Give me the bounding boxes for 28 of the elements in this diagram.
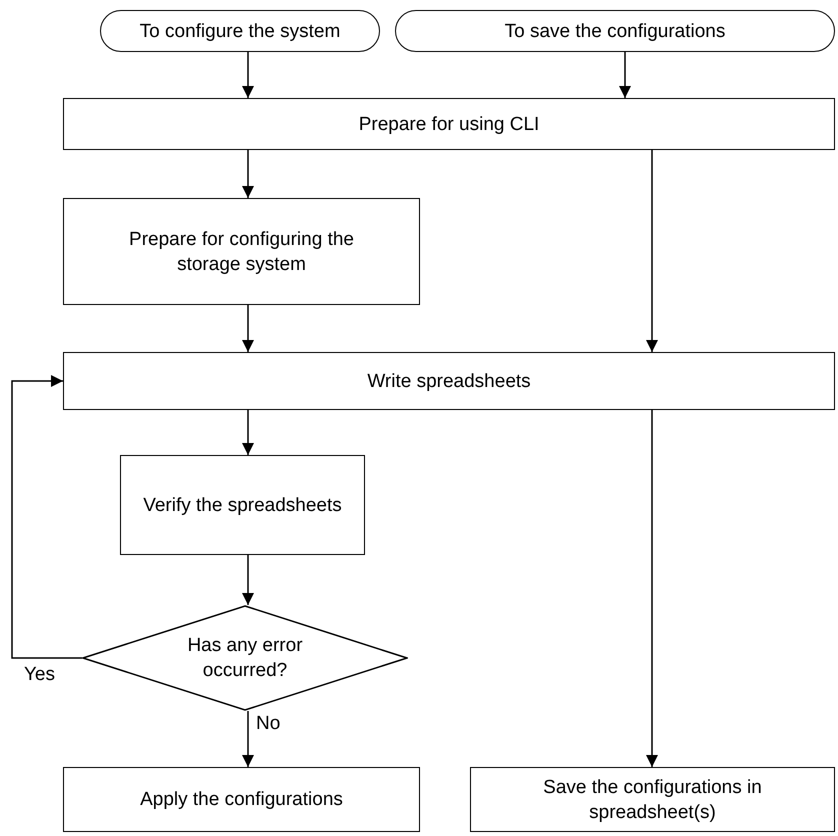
- node-text: To save the configurations: [504, 20, 726, 44]
- decision-diamond: [82, 605, 408, 711]
- arrow: [242, 711, 254, 767]
- arrow: [646, 410, 658, 767]
- process-box: [470, 767, 835, 832]
- arrow: [242, 150, 254, 198]
- node-text: Prepare for configuring the storage system: [128, 228, 355, 276]
- node-text: Save the configurations in spreadsheet(s): [542, 776, 763, 824]
- start-terminal: [100, 10, 380, 52]
- arrow: [619, 52, 631, 98]
- arrow: [242, 305, 254, 352]
- process-box: [63, 352, 835, 410]
- arrow: [646, 150, 658, 352]
- arrow: [242, 410, 254, 455]
- arrow: [242, 52, 254, 98]
- node-text: Write spreadsheets: [367, 370, 531, 394]
- start-terminal: [395, 10, 835, 52]
- arrow: [242, 555, 254, 605]
- node-text: Prepare for using CLI: [358, 112, 540, 136]
- process-box: [63, 98, 835, 150]
- node-text: Apply the configurations: [140, 788, 343, 812]
- arrow: [11, 375, 82, 659]
- node-text: To configure the system: [140, 20, 340, 44]
- decision-text: Has any error occurred?: [186, 634, 304, 683]
- node-text: Verify the spreadsheets: [143, 494, 342, 518]
- process-box: [63, 767, 420, 832]
- process-box: [120, 455, 365, 555]
- process-box: [63, 198, 420, 305]
